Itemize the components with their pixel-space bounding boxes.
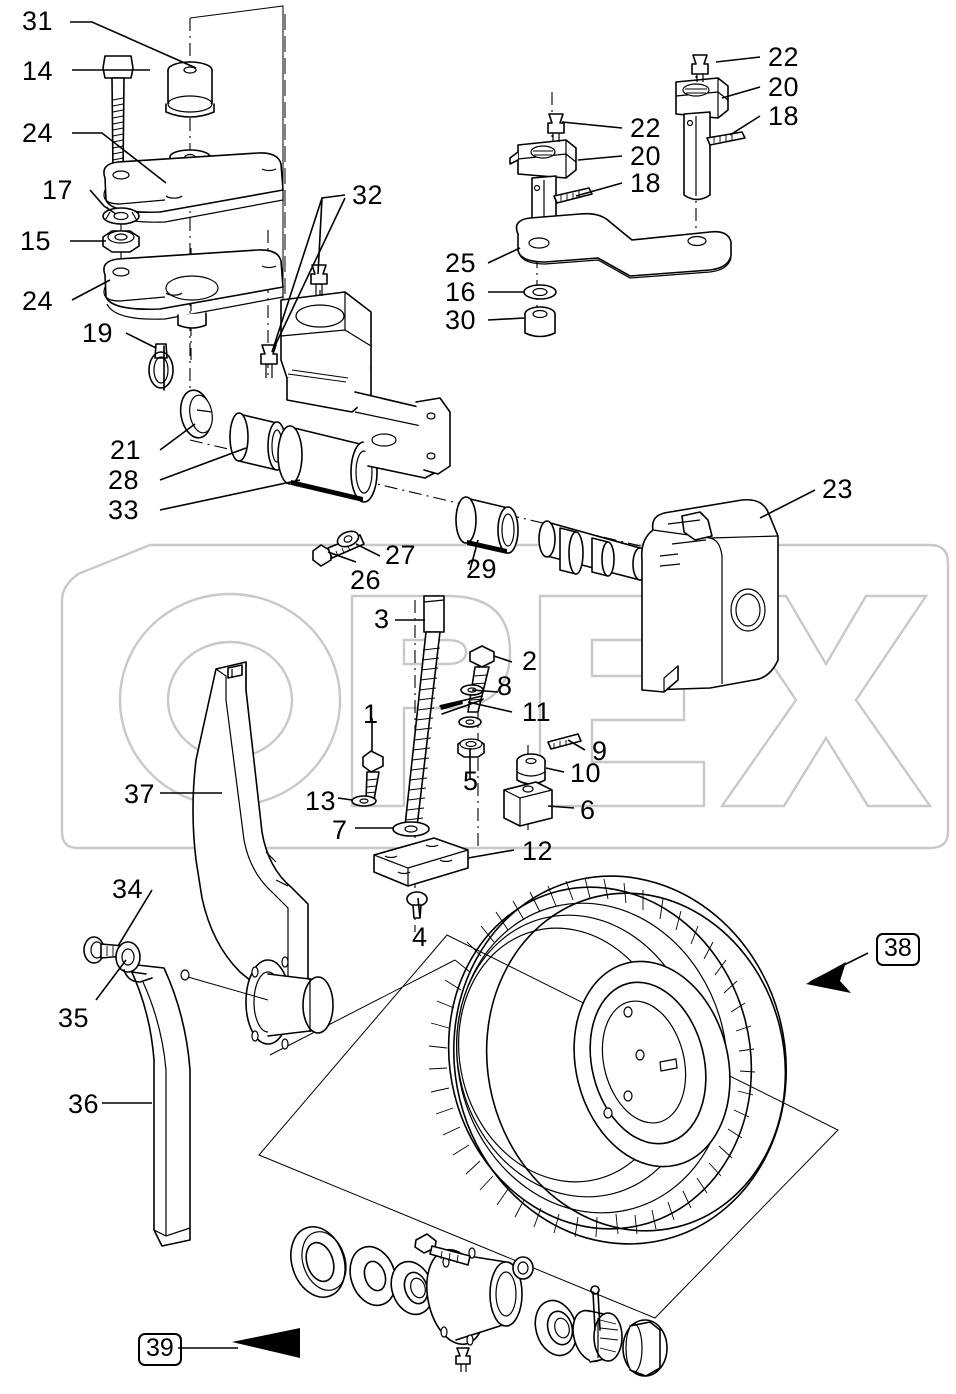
callout-34: 34	[112, 874, 144, 904]
part-13-washer	[351, 795, 377, 807]
part-33-pivot-tube	[277, 425, 378, 503]
part-20-pivot-block-right	[675, 54, 746, 201]
part-19-linch-pin	[148, 343, 174, 391]
callout-3: 3	[374, 604, 390, 634]
callout-7: 7	[332, 815, 348, 845]
callout-28: 28	[108, 465, 140, 495]
callout-18-right: 18	[768, 101, 800, 131]
callout-31: 31	[22, 6, 54, 36]
part-11-cotter-pin	[439, 695, 483, 715]
callout-26: 26	[350, 565, 382, 595]
part-4-carriage-bolt	[406, 891, 428, 919]
part-36-scraper-blade	[127, 963, 191, 1247]
part-31-bushing-upper	[165, 61, 215, 118]
callout-22-left: 22	[630, 113, 662, 143]
axle-spindle	[538, 520, 648, 581]
callout-arrowheads	[232, 962, 851, 1358]
part-38-tire-and-rim	[428, 875, 788, 1245]
callout-19: 19	[82, 318, 114, 348]
callout-25: 25	[445, 248, 477, 278]
callout-33: 33	[108, 495, 140, 525]
part-30-spacer-bushing	[524, 306, 556, 338]
part-27-washer-small	[336, 530, 360, 548]
part-39-hub-assembly	[290, 1226, 668, 1377]
part-21-retaining-ring	[179, 389, 213, 439]
callout-37: 37	[124, 779, 156, 809]
callout-2: 2	[522, 646, 538, 676]
part-14-hex-bolt-long	[102, 55, 134, 176]
part-3-threaded-rod	[403, 595, 445, 836]
callout-1: 1	[363, 699, 379, 729]
callout-20-left: 20	[630, 141, 662, 171]
part-25-steering-link-arm	[515, 212, 732, 279]
part-37-gauge-wheel-shank	[180, 661, 334, 1050]
callout-16: 16	[445, 277, 477, 307]
callout-24-upper: 24	[22, 118, 54, 148]
part-16-flat-washer	[523, 284, 557, 300]
callout-11: 11	[522, 697, 552, 727]
callout-9: 9	[592, 736, 608, 766]
callout-39-boxed: 39	[138, 1333, 182, 1366]
callout-38-boxed: 38	[876, 933, 920, 966]
bracket-housing	[280, 291, 451, 479]
callout-12: 12	[522, 836, 554, 866]
callout-8: 8	[497, 671, 513, 701]
callout-32: 32	[352, 180, 384, 210]
part-23-wheel-knuckle	[640, 498, 779, 693]
callout-35: 35	[58, 1003, 90, 1033]
callout-6: 6	[580, 795, 596, 825]
callout-30: 30	[445, 305, 477, 335]
callout-27: 27	[385, 540, 417, 570]
part-9-spring-pin	[547, 733, 582, 750]
part-12-base-bracket-plate	[373, 837, 469, 887]
leader-lines	[70, 21, 869, 1349]
callout-13: 13	[305, 786, 337, 816]
part-5-nut-stack	[457, 716, 485, 758]
callout-15: 15	[20, 226, 52, 256]
callout-5: 5	[463, 766, 479, 796]
callout-4: 4	[412, 922, 428, 952]
callout-21: 21	[110, 435, 142, 465]
callout-18-left: 18	[630, 168, 662, 198]
part-24-lower-plate	[103, 249, 284, 329]
part-10-collar	[516, 753, 546, 785]
part-17-lock-washer	[102, 207, 140, 225]
callout-22-right: 22	[768, 42, 800, 72]
callout-20-right: 20	[768, 72, 800, 102]
callout-24-lower: 24	[22, 286, 54, 316]
callout-14: 14	[22, 56, 54, 86]
part-7-washer-large	[392, 821, 430, 837]
part-6-stop-block	[503, 781, 553, 827]
part-15-hex-nut	[102, 230, 140, 253]
callout-29: 29	[466, 554, 498, 584]
callout-10: 10	[570, 758, 602, 788]
callout-23: 23	[822, 474, 854, 504]
part-1-hex-bolt-flanged	[362, 750, 384, 801]
callout-17: 17	[42, 175, 74, 205]
callout-36: 36	[68, 1089, 100, 1119]
part-32-grease-fitting	[260, 264, 328, 378]
